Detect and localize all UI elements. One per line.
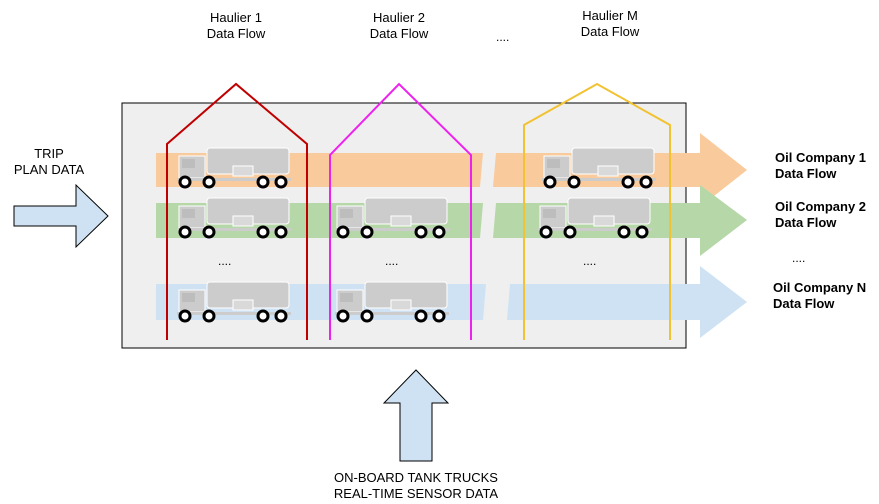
haulier-1-subtitle: Data Flow <box>206 26 266 41</box>
haulier-m-label: Haulier M Data Flow <box>560 8 660 40</box>
row-ellipsis-haulier-1: .... <box>218 254 232 268</box>
oil-company-n-subtitle: Data Flow <box>773 296 835 311</box>
haulier-m-title: Haulier M <box>582 8 638 23</box>
haulier-2-subtitle: Data Flow <box>369 26 429 41</box>
oil-company-2-subtitle: Data Flow <box>775 215 837 230</box>
haulier-2-label: Haulier 2 Data Flow <box>349 10 449 42</box>
sensor-data-arrow <box>382 369 450 462</box>
oil-company-1-label: Oil Company 1 Data Flow <box>775 150 866 182</box>
oil-company-n-title: Oil Company N <box>773 280 867 295</box>
sensor-line1: ON-BOARD TANK TRUCKS <box>334 470 498 485</box>
row-ellipsis-haulier-m: .... <box>583 254 597 268</box>
haulier-1-label: Haulier 1 Data Flow <box>186 10 286 42</box>
oil-company-2-label: Oil Company 2 Data Flow <box>775 199 866 231</box>
haulier-2-outline <box>329 82 472 340</box>
oil-company-2-title: Oil Company 2 <box>775 199 867 214</box>
haulier-1-outline <box>166 82 308 340</box>
sensor-line2: REAL-TIME SENSOR DATA <box>333 486 499 501</box>
haulier-m-outline <box>523 82 671 340</box>
haulier-m-subtitle: Data Flow <box>580 24 640 39</box>
trip-plan-label: TRIP PLAN DATA <box>0 146 98 178</box>
trip-plan-line1: TRIP <box>34 146 64 161</box>
haulier-1-title: Haulier 1 <box>209 10 263 25</box>
oil-company-ellipsis: .... <box>792 251 806 265</box>
trip-plan-arrow <box>13 183 109 249</box>
oil-company-n-label: Oil Company N Data Flow <box>773 280 866 312</box>
trip-plan-line2: PLAN DATA <box>13 162 85 177</box>
haulier-2-title: Haulier 2 <box>372 10 426 25</box>
haulier-ellipsis: .... <box>496 30 510 44</box>
sensor-data-label: ON-BOARD TANK TRUCKS REAL-TIME SENSOR DA… <box>316 470 516 502</box>
oil-company-1-title: Oil Company 1 <box>775 150 867 165</box>
oil-company-1-subtitle: Data Flow <box>775 166 837 181</box>
row-ellipsis-haulier-2: .... <box>385 254 399 268</box>
